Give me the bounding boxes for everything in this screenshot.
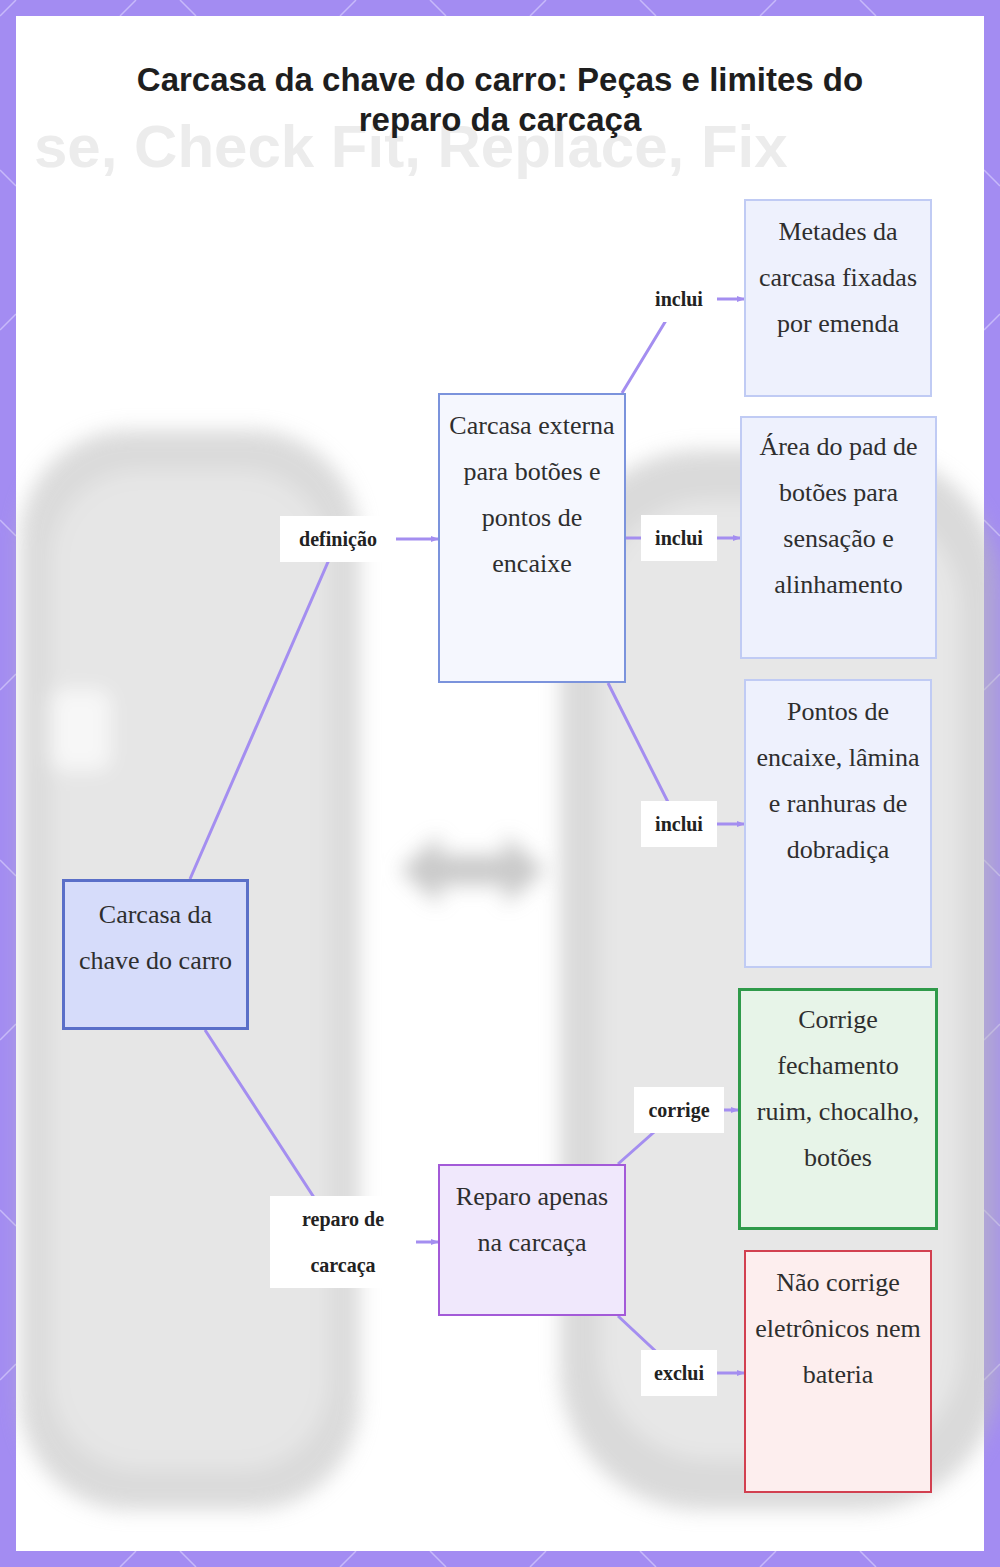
node-text: Pontos de encaixe, lâmina e ranhuras de … [754,689,922,873]
node-text: Corrige fechamento ruim, chocalho, botõe… [749,997,927,1181]
node-text: Não corrige eletrônicos nem bateria [754,1260,922,1398]
edge-label: corrige [634,1087,724,1133]
node-text: Carcasa externa para botões e pontos de … [448,403,616,587]
detail-box: Pontos de encaixe, lâmina e ranhuras de … [744,679,932,968]
edge-label: inclui [641,515,717,561]
node-text: Reparo apenas na carcaça [448,1174,616,1266]
edge-label: exclui [641,1350,717,1396]
edge-label: reparo de carcaça [270,1196,416,1288]
detail-box: Área do pad de botões para sensação e al… [740,416,937,659]
edge-label: inclui [641,276,717,322]
edge-label: inclui [641,801,717,847]
detail-box: Metades da carcasa fixadas por emenda [744,199,932,397]
exclusion-box: Não corrige eletrônicos nem bateria [744,1250,932,1493]
result-box: Corrige fechamento ruim, chocalho, botõe… [738,988,938,1230]
process-box: Reparo apenas na carcaça [438,1164,626,1316]
node-text: Área do pad de botões para sensação e al… [750,424,927,608]
process-box: Carcasa externa para botões e pontos de … [438,393,626,683]
node-text: Metades da carcasa fixadas por emenda [754,209,922,347]
node-text: Carcasa da chave do carro [73,892,238,984]
edge-label: definição [280,516,396,562]
connector-arrow [190,539,438,879]
root-box: Carcasa da chave do carro [62,879,249,1030]
diagram-title: Carcasa da chave do carro: Peças e limit… [100,60,900,140]
